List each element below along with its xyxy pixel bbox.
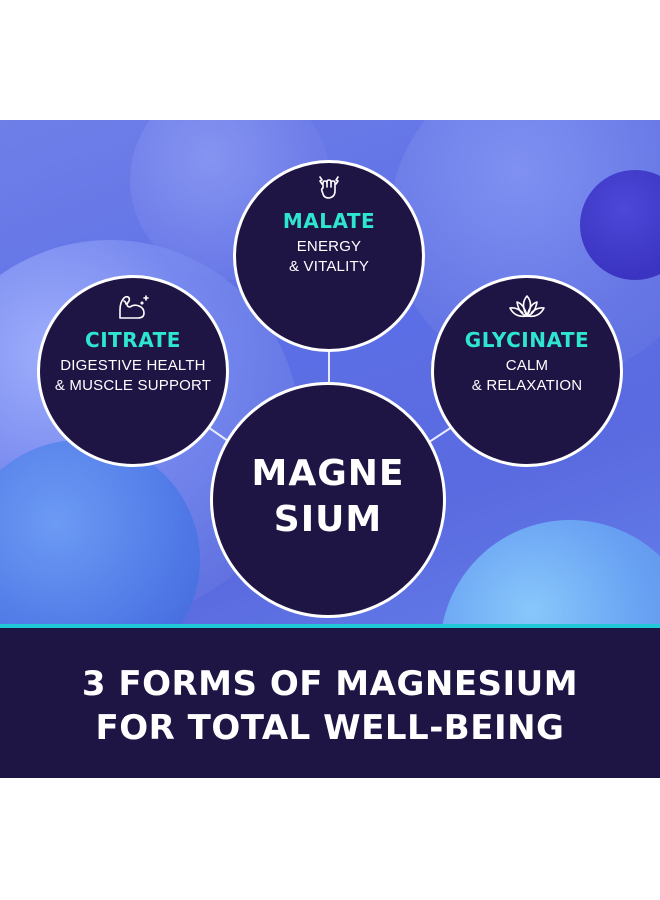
- malate-desc-line2: & VITALITY: [288, 258, 370, 275]
- glycinate-name: GLYCINATE: [464, 328, 590, 352]
- background-bubble: [580, 170, 660, 280]
- core-line2: SIUM: [273, 499, 383, 540]
- citrate-desc-line2: & MUSCLE SUPPORT: [54, 377, 212, 394]
- malate-desc-line1: ENERGY: [296, 238, 362, 255]
- magnesium-core-circle: MAGNE SIUM: [210, 382, 446, 618]
- glycinate-circle: GLYCINATE CALM & RELAXATION: [431, 275, 623, 467]
- flexed-arm-icon: [119, 295, 149, 319]
- headline-banner: 3 FORMS OF MAGNESIUM FOR TOTAL WELL-BEIN…: [0, 624, 660, 778]
- glycinate-desc-line1: CALM: [505, 357, 549, 374]
- headline-line1: 3 FORMS OF MAGNESIUM: [81, 664, 579, 704]
- citrate-name: CITRATE: [85, 328, 181, 352]
- citrate-desc-line1: DIGESTIVE HEALTH: [60, 357, 206, 374]
- core-line1: MAGNE: [251, 453, 405, 494]
- fist-lightning-icon: [319, 176, 339, 199]
- malate-circle: MALATE ENERGY & VITALITY: [233, 160, 425, 352]
- headline-line2: FOR TOTAL WELL-BEING: [95, 708, 565, 748]
- magnesium-core-text: MAGNE SIUM: [213, 451, 443, 543]
- lotus-icon: [509, 295, 545, 318]
- glycinate-desc-line2: & RELAXATION: [471, 377, 583, 394]
- malate-name: MALATE: [282, 209, 376, 233]
- citrate-circle: CITRATE DIGESTIVE HEALTH & MUSCLE SUPPOR…: [37, 275, 229, 467]
